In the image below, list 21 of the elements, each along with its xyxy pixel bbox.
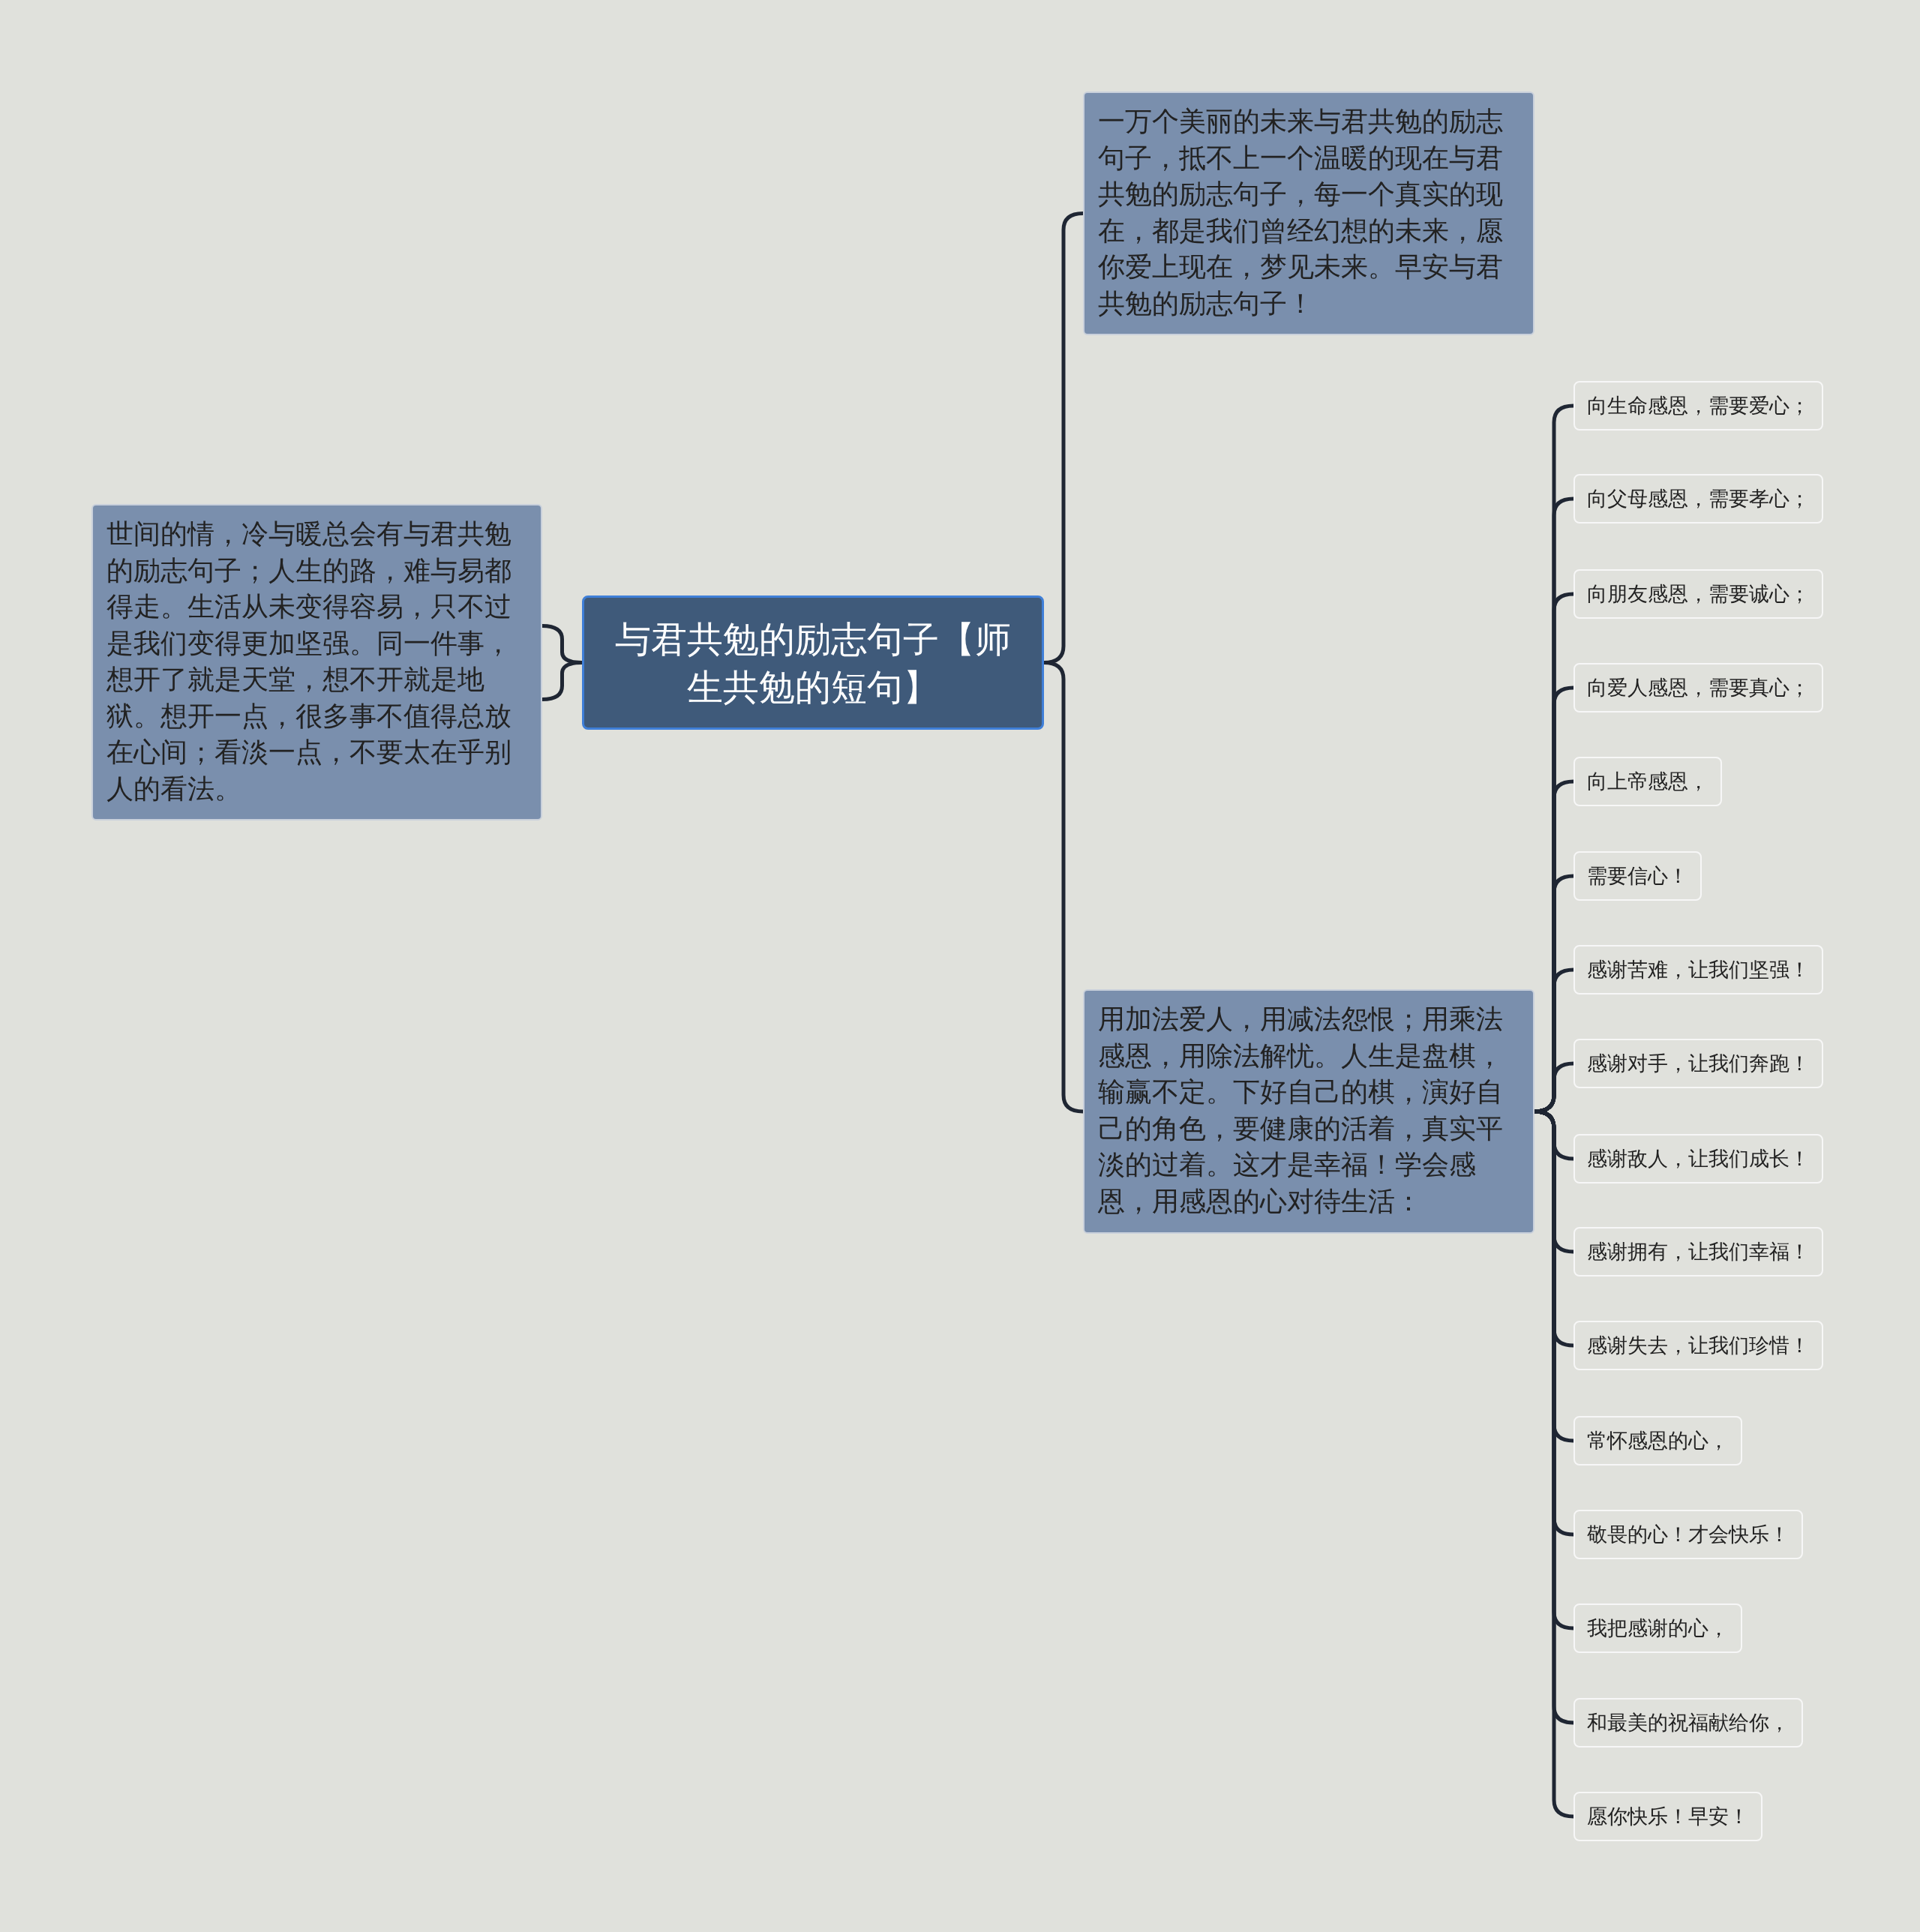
subtopic-box: 感谢拥有，让我们幸福！ xyxy=(1574,1227,1823,1276)
connector-line xyxy=(1534,1061,1574,1114)
subtopic-box: 向生命感恩，需要爱心； xyxy=(1574,381,1823,430)
subtopic-box: 感谢对手，让我们奔跑！ xyxy=(1574,1039,1823,1088)
topic-box: 用加法爱人，用减法怨恨；用乘法感恩，用除法解忧。人生是盘棋，输赢不定。下好自己的棋，演好自己的角色，要健康的活着，真实平淡的过着。这才是幸福！学会感恩，用感恩的心对待生活： xyxy=(1083,989,1534,1234)
subtopic-box: 敬畏的心！才会快乐！ xyxy=(1574,1510,1803,1559)
root-topic-box: 与君共勉的励志句子【师生共勉的短句】 xyxy=(582,596,1044,730)
subtopic-box: 我把感谢的心， xyxy=(1574,1604,1742,1653)
topic-box: 一万个美丽的未来与君共勉的励志句子，抵不上一个温暖的现在与君共勉的励志句子，每一个真实的现在，都是我们曾经幻想的未来，愿你爱上现在，梦见未来。早安与君共勉的励志句子！ xyxy=(1083,92,1534,335)
subtopic-box: 感谢失去，让我们珍惜！ xyxy=(1574,1321,1823,1370)
subtopic-box: 感谢敌人，让我们成长！ xyxy=(1574,1134,1823,1184)
subtopic-box: 感谢苦难，让我们坚强！ xyxy=(1574,945,1823,994)
subtopic-box: 向爱人感恩，需要真心； xyxy=(1574,663,1823,712)
subtopic-box: 常怀感恩的心， xyxy=(1574,1416,1742,1466)
subtopic-box: 向上帝感恩， xyxy=(1574,757,1722,806)
subtopic-box: 需要信心！ xyxy=(1574,851,1702,901)
subtopic-box: 和最美的祝福献给你， xyxy=(1574,1698,1803,1748)
subtopic-box: 愿你快乐！早安！ xyxy=(1574,1792,1762,1841)
subtopic-box: 向朋友感恩，需要诚心； xyxy=(1574,569,1823,619)
subtopic-box: 向父母感恩，需要孝心； xyxy=(1574,474,1823,524)
topic-box: 世间的情，冷与暖总会有与君共勉的励志句子；人生的路，难与易都得走。生活从未变得容易，只不过是我们变得更加坚强。同一件事，想开了就是天堂，想不开就是地狱。想开一点，很多事不值得总放在心间；看淡一点，不要太在乎别人的看法。 xyxy=(92,504,542,820)
